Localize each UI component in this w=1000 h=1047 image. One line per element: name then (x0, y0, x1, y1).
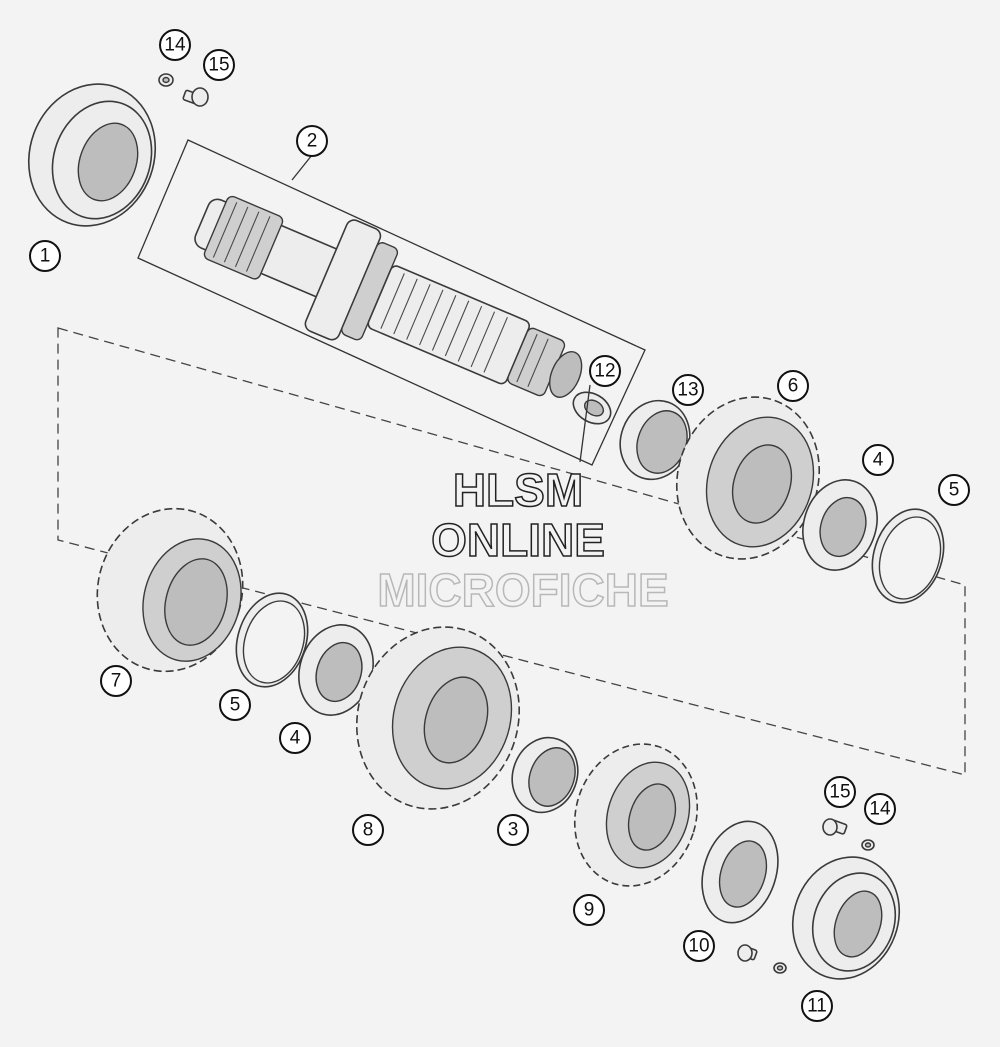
callout-label: 4 (290, 728, 301, 749)
callout-7[interactable]: 7 (100, 665, 132, 697)
callout-14-top[interactable]: 14 (159, 29, 191, 61)
thrust-washer-4-upper (802, 479, 878, 571)
callout-label: 11 (807, 996, 827, 1017)
needle-bearing-12 (572, 391, 612, 425)
gear-6 (675, 396, 821, 560)
watermark-line-1: HLSM (453, 464, 583, 516)
watermark: HLSM ONLINE MICROFICHE (377, 463, 670, 617)
callout-11[interactable]: 11 (801, 990, 833, 1022)
callout-label: 15 (208, 55, 229, 76)
callout-13[interactable]: 13 (672, 374, 704, 406)
bearing-11 (791, 856, 901, 980)
callout-5-lower[interactable]: 5 (219, 689, 251, 721)
callout-14-bottom[interactable]: 14 (864, 793, 896, 825)
callout-15-bottom[interactable]: 15 (824, 776, 856, 808)
callout-label: 15 (829, 782, 850, 803)
callout-label: 13 (677, 380, 698, 401)
leader-2 (291, 154, 313, 181)
callout-2[interactable]: 2 (296, 125, 328, 157)
shaft-box (137, 139, 646, 466)
gear-7 (96, 507, 244, 673)
leader-12 (579, 384, 591, 463)
gear-9 (573, 743, 699, 887)
callout-4-lower[interactable]: 4 (279, 722, 311, 754)
watermark-line-2: ONLINE (431, 514, 605, 566)
shim-10 (701, 820, 779, 924)
mainshaft-2 (194, 195, 583, 398)
callout-label: 1 (40, 246, 51, 267)
callout-label: 3 (508, 820, 519, 841)
washer-14-lower-a (773, 962, 787, 974)
callout-6[interactable]: 6 (777, 370, 809, 402)
gear-8 (355, 626, 521, 810)
callout-label: 4 (873, 450, 884, 471)
callout-4-upper[interactable]: 4 (862, 444, 894, 476)
bolt-15-lower-b (822, 818, 848, 836)
callout-9[interactable]: 9 (573, 894, 605, 926)
callout-label: 5 (230, 695, 241, 716)
callout-label: 8 (363, 820, 374, 841)
bushing-3 (511, 736, 579, 814)
callout-label: 6 (788, 376, 799, 397)
callout-label: 2 (307, 131, 318, 152)
callout-label: 7 (111, 671, 122, 692)
callout-10[interactable]: 10 (683, 930, 715, 962)
callout-12[interactable]: 12 (589, 355, 621, 387)
watermark-line-3: MICROFICHE (377, 564, 668, 616)
callout-label: 14 (869, 799, 891, 820)
callout-label: 9 (584, 900, 595, 921)
callout-1[interactable]: 1 (29, 240, 61, 272)
callout-3[interactable]: 3 (497, 814, 529, 846)
circlip-5-lower (235, 592, 309, 688)
callout-label: 14 (164, 35, 186, 56)
bearing-1 (27, 83, 157, 227)
callout-label: 5 (949, 480, 960, 501)
bolt-15-lower-a (737, 944, 758, 962)
callout-label: 10 (688, 936, 709, 957)
bushing-13 (619, 399, 691, 481)
callout-label: 12 (594, 361, 615, 382)
circlip-5-upper (871, 508, 945, 604)
washer-14-lower-b (861, 839, 875, 851)
callout-15-top[interactable]: 15 (203, 49, 235, 81)
washer-14-top (158, 73, 174, 87)
assembly-boundary (57, 327, 966, 776)
callout-8[interactable]: 8 (352, 814, 384, 846)
callout-5-upper[interactable]: 5 (938, 474, 970, 506)
thrust-washer-4-lower (298, 624, 374, 716)
bolt-15-top (182, 87, 209, 107)
